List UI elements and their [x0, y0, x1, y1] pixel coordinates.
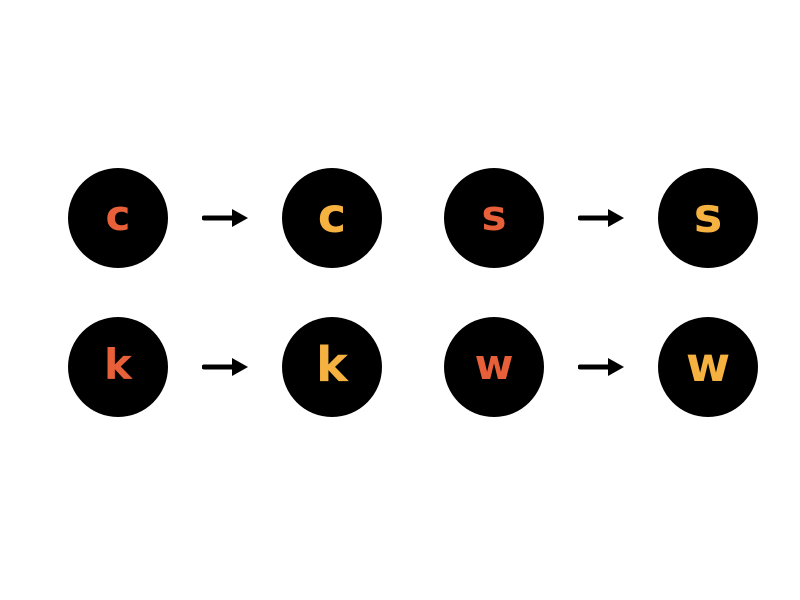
pair-k: k k [68, 317, 382, 417]
pair-c: c c [68, 168, 382, 268]
target-circle: c [282, 168, 382, 268]
right-arrow-icon [202, 209, 248, 227]
source-letter: c [105, 191, 131, 240]
source-circle: c [68, 168, 168, 268]
source-circle: k [68, 317, 168, 417]
target-circle: w [658, 317, 758, 417]
right-arrow-icon [202, 358, 248, 376]
target-letter: c [317, 188, 347, 244]
right-arrow-icon [578, 209, 624, 227]
target-circle: k [282, 317, 382, 417]
source-circle: w [444, 317, 544, 417]
target-circle: s [658, 168, 758, 268]
source-circle: s [444, 168, 544, 268]
source-letter: s [481, 191, 507, 240]
source-letter: k [104, 340, 132, 389]
right-arrow-icon [578, 358, 624, 376]
target-letter: w [685, 337, 731, 393]
source-letter: w [474, 340, 514, 389]
pair-w: w w [444, 317, 758, 417]
pair-s: s s [444, 168, 758, 268]
target-letter: k [316, 337, 348, 393]
target-letter: s [693, 188, 723, 244]
